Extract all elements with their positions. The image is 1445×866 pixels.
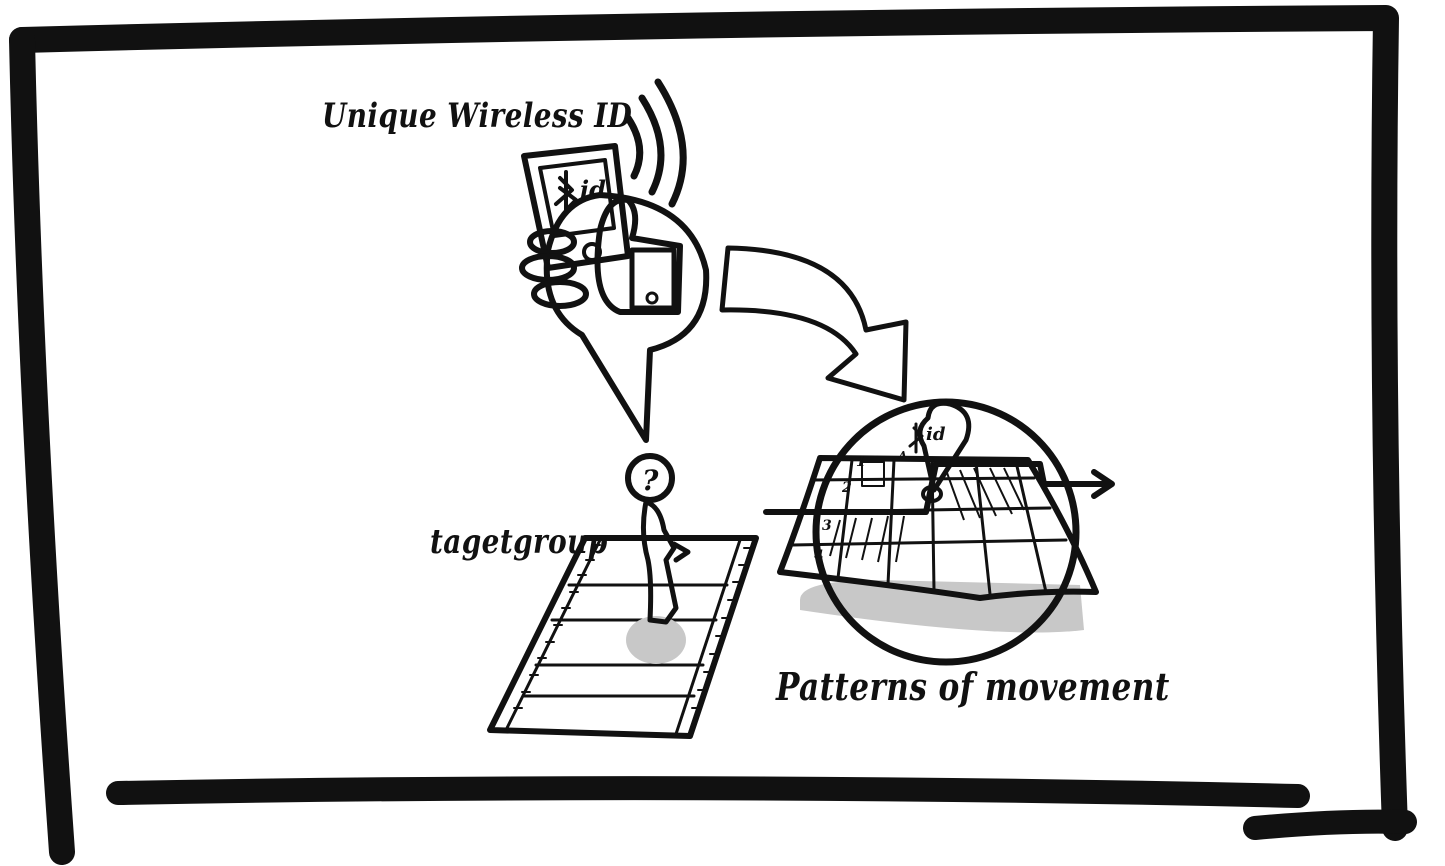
grid-row-3: 3	[822, 518, 832, 534]
grid-col-a: A	[897, 449, 907, 463]
phone-in-hand-icon: id	[519, 143, 683, 315]
patterns-of-movement-label: Patterns of movement	[776, 664, 1170, 709]
wireless-signal-icon	[624, 78, 687, 208]
location-pin-icon: id	[908, 400, 972, 503]
movement-arrow	[763, 461, 1115, 515]
targetgroup-label: tagetgroup	[430, 522, 608, 562]
grid-row-4: 4	[814, 548, 824, 564]
walkway-path	[487, 535, 759, 739]
grid-row-2: 2	[841, 480, 852, 496]
frame	[9, 5, 1417, 865]
pin-id-label: id	[926, 424, 946, 445]
unique-wireless-id-label: Unique Wireless ID	[322, 96, 633, 136]
phone-id-label: id	[580, 175, 606, 204]
question-mark: ?	[642, 464, 659, 497]
grid-row-1: 1	[856, 454, 866, 470]
person-icon: ?	[625, 453, 691, 625]
curved-arrow-icon	[719, 245, 909, 403]
